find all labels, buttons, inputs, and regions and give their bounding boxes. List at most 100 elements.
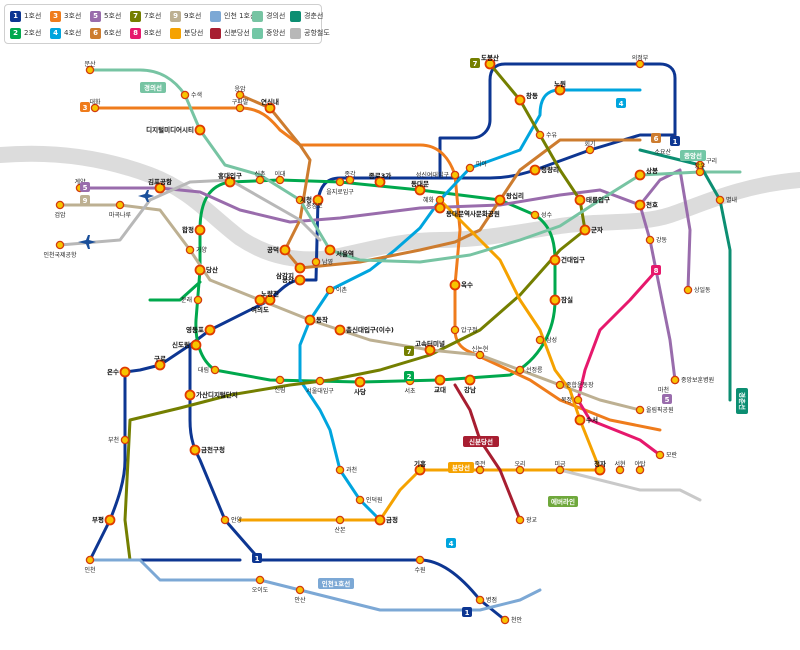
station-noryangjin [264,294,276,306]
line-badge-text-b1-incheon: 1 [255,555,260,563]
airplane-shape-gimpo [138,190,154,202]
station-ansan [295,585,305,595]
line-badge-text-b7-north: 7 [473,60,478,68]
station-sungshin [450,170,460,180]
line-tag-bg-incheon1 [318,578,354,589]
station-hongdae [224,176,236,188]
legend-label-l3: 3호선 [64,12,82,20]
station-label-bohun: 중앙보훈병원 [681,376,714,384]
legend-label-lgc: 경춘선 [304,12,324,20]
station-label-taereung: 태릉입구 [586,195,610,204]
station-label-ddp: 동대문역사문화공원 [446,209,500,218]
station-label-chungjeongno: 충정로 [306,202,323,210]
station-label-seocho: 서초 [404,387,416,395]
station-dongjak [304,314,316,326]
station-seouldae [315,376,325,386]
station-label-gimpo: 김포공항 [148,177,172,186]
legend-swatch-l2: 2 [10,27,21,39]
station-ichon [325,285,335,295]
station-label-apgujeong: 압구정 [461,326,478,334]
legend-item-lsb: 신분당선 [210,26,250,40]
station-label-suwon: 수원 [414,566,425,574]
station-seongsu [530,210,540,220]
station-geomam [55,200,65,210]
legend-label-l1: 1호선 [24,12,42,20]
station-label-cheongnyangni: 청량리 [541,165,559,174]
line-badge-text-b2-south: 2 [407,373,412,381]
station-namyeong [311,257,321,267]
legend-item-lgc: 경춘선 [290,9,323,23]
line-tag-everline: 에버라인 [548,496,578,507]
station-sinnonhyeon [475,350,485,360]
station-wangsimni [494,194,506,206]
legend-swatch-lja [252,27,263,39]
station-label-konkuk: 건대입구 [561,255,585,264]
airplane-icon [78,235,96,249]
line-tag-text-everline: 에버라인 [551,497,575,506]
station-yeonsinnae [264,102,276,114]
legend-label-l5: 5호선 [104,12,122,20]
line-tag-text-gyeongchun: 경춘선 [738,392,747,410]
line-badge-bg-b5-east [662,394,672,404]
station-express [424,344,436,356]
station-cheonan [500,615,510,625]
line-badge-bg-b1-south [462,607,472,617]
station-label-guro: 구로 [154,355,166,363]
station-migeum [555,465,565,475]
station-ewha [275,175,285,185]
line-badge-bg-b7-north [470,58,480,68]
background-layer [0,145,800,268]
legend-label-lsb: 신분당선 [224,29,250,37]
station-label-hapjeong: 합정 [182,225,194,234]
station-mia [465,163,475,173]
line-badge-b8-north: 8 [651,265,661,275]
line-badge-bg-b5-west [80,182,90,192]
line-tag-gyeongui: 경의선 [140,82,166,93]
line-layer [58,62,742,622]
station-bupyeong [104,514,116,526]
line-tag-bg-bundang [448,462,474,473]
station-label-oido: 오이도 [252,586,269,594]
station-label-ansan: 안산 [294,596,306,604]
line-badge-bg-b9-west [80,195,90,205]
station-hapjeong [194,224,206,236]
station-hoegi [585,145,595,155]
station-label-dongjak: 동작 [316,315,328,324]
station-dongdaemun [414,184,426,196]
station-label-gasan: 가산디지털단지 [196,390,238,399]
station-euljiro [335,177,345,187]
station-yeouido [254,294,266,306]
station-label-eungam: 응암 [234,85,246,93]
station-label-wangsimni: 왕십리 [506,191,524,200]
station-label-suseo: 수서 [586,415,598,424]
station-label-sangbong: 상봉 [646,166,658,175]
station-label-daerim: 대림 [198,366,209,374]
station-yatap [635,465,645,475]
station-byeollae [715,195,725,205]
station-label-daehwa: 대화 [89,98,101,106]
station-geumcheon [189,444,201,456]
station-label-mullae: 문래 [181,296,192,304]
legend-swatch-l1: 1 [10,10,21,22]
station-label-indeogwon: 인덕원 [366,496,383,504]
line-badge-text-b7-south: 7 [407,348,412,356]
station-label-hongdae: 홍대입구 [218,171,242,180]
line-badge-text-b4-south: 4 [449,540,454,548]
station-label-gunja: 군자 [591,225,603,234]
station-suseo [574,414,586,426]
legend-swatch-l6: 6 [90,27,101,39]
station-label-yeonsinnae: 연신내 [261,97,279,106]
station-jukjeon [475,465,485,475]
line-badge-text-b3-west: 3 [83,104,88,112]
station-label-gangnam: 강남 [464,385,476,394]
station-gimpo [154,182,166,194]
line-badge-b7-south: 7 [404,346,414,356]
station-label-dangsan: 당산 [206,265,218,274]
line-badge-text-b5-west: 5 [83,184,88,192]
station-onsu [119,366,131,378]
